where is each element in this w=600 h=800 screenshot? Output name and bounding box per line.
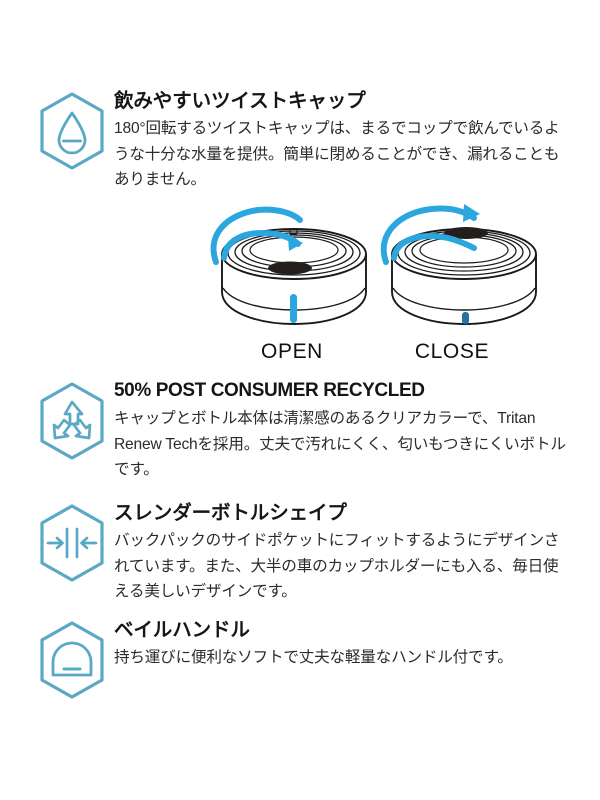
feature-body: バックパックのサイドポケットにフィットするようにデザインされています。また、大半… [114, 532, 560, 600]
feature-body: 持ち運びに便利なソフトで丈夫な軽量なハンドル付です。 [114, 649, 513, 666]
feature-title: スレンダーボトルシェイプ [114, 502, 347, 524]
cap-indicator-close [462, 312, 469, 324]
cap-spout-close [444, 227, 488, 239]
feature-text-cell: スレンダーボトルシェイプ バックパックのサイドポケットにフィットするようにデザイ… [114, 500, 590, 605]
feature-row-slender-shape: スレンダーボトルシェイプ バックパックのサイドポケットにフィットするようにデザイ… [30, 500, 590, 605]
feature-row-bail-handle: ベイルハンドル 持ち運びに便利なソフトで丈夫な軽量なハンドル付です。 [30, 617, 590, 701]
feature-icon-cell [30, 500, 114, 584]
feature-body: 180°回転するツイストキャップは、まるでコップで飲んでいるような十分な水量を提… [114, 120, 560, 188]
cap-indicator-open [290, 294, 297, 323]
feature-body: キャップとボトル本体は清潔感のあるクリアカラーで、Tritan Renew Te… [114, 410, 566, 478]
cap-close-drawing [380, 204, 537, 325]
feature-title: 50% POST CONSUMER RECYCLED [114, 380, 425, 401]
feature-icon-cell [30, 88, 114, 172]
feature-title: 飲みやすいツイストキャップ [114, 90, 366, 112]
bail-handle-icon [40, 621, 104, 699]
slender-width-icon [40, 504, 104, 582]
feature-title: ベイルハンドル [114, 619, 250, 641]
recycle-icon [40, 382, 104, 460]
feature-icon-cell [30, 617, 114, 701]
cap-label-open: OPEN [261, 340, 323, 363]
cap-spout-open [268, 261, 312, 275]
feature-text-cell: 飲みやすいツイストキャップ 180°回転するツイストキャップは、まるでコップで飲… [114, 88, 590, 193]
cap-open-drawing [210, 206, 367, 325]
feature-text-cell: 50% POST CONSUMER RECYCLED キャップとボトル本体は清潔… [114, 378, 590, 483]
twist-cap-illustration [200, 196, 540, 346]
feature-row-recycled: 50% POST CONSUMER RECYCLED キャップとボトル本体は清潔… [30, 378, 590, 483]
cap-label-close: CLOSE [414, 340, 490, 363]
feature-text-cell: ベイルハンドル 持ち運びに便利なソフトで丈夫な軽量なハンドル付です。 [114, 617, 590, 671]
water-droplet-icon [40, 92, 104, 170]
feature-icon-cell [30, 378, 114, 462]
feature-row-twist-cap: 飲みやすいツイストキャップ 180°回転するツイストキャップは、まるでコップで飲… [30, 88, 590, 193]
